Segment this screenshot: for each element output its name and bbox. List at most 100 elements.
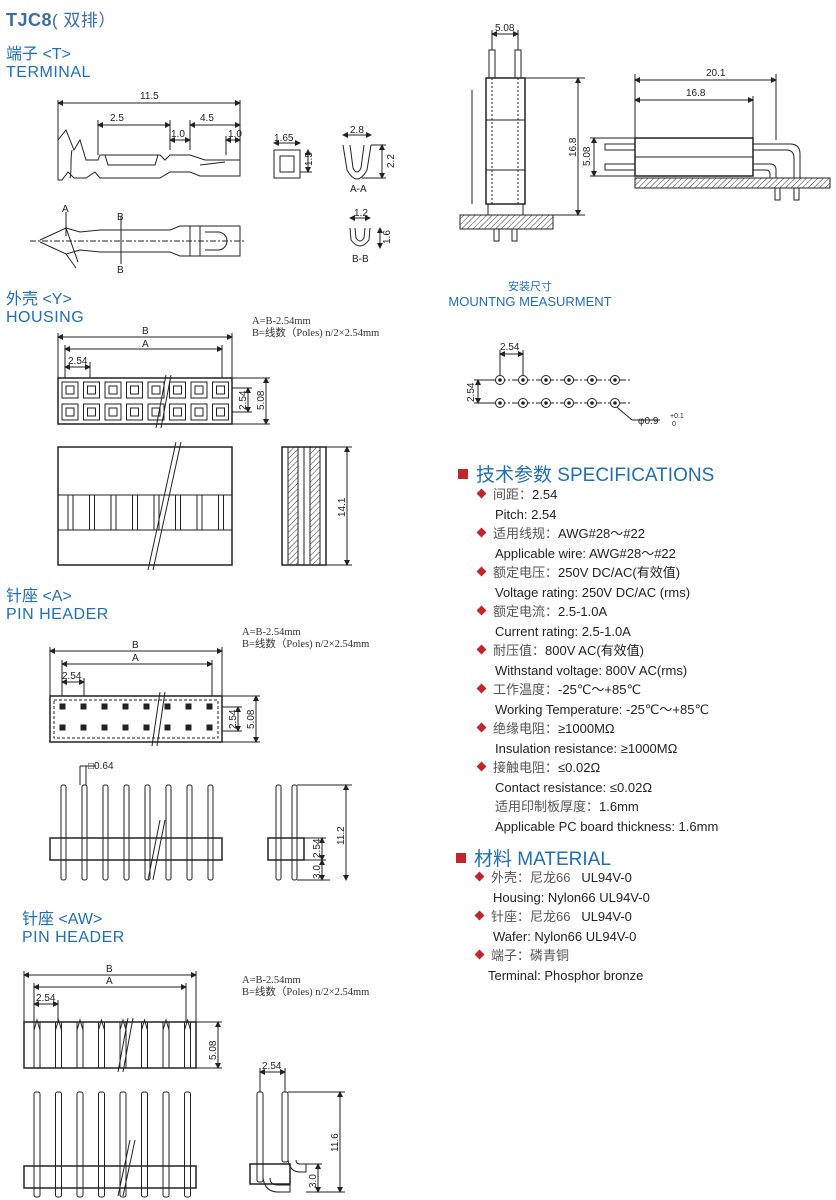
dim-label: B-B	[352, 254, 369, 265]
dim-label: 2.54	[312, 838, 323, 858]
note-line-1: A=B-2.54mm	[252, 316, 311, 327]
pin-tip	[184, 1018, 191, 1031]
dim-label: □0.64	[88, 761, 114, 772]
note-line-2: B=线数（Poles) n/2×2.54mm	[242, 987, 370, 998]
housing-cell	[83, 403, 100, 421]
material-item-en: Terminal: Phosphor bronze	[488, 967, 644, 983]
dim-label: 1.65	[274, 133, 294, 144]
section-pin-header-a-cn: 针座 <A>	[6, 588, 72, 605]
dimension-labels: 11.5 2.5 4.5 1.0 1.0 1.65 1.5 2.8 2.2 A-…	[36, 23, 726, 1188]
spec-item: 耐压值：800V AC(有效值)	[476, 641, 718, 661]
material-cn-label: 外壳：尼龙66	[491, 870, 571, 885]
spec-cn-label: 适用印制板厚度：	[495, 799, 600, 814]
mount-hole-center	[590, 401, 594, 405]
housing-cell-inner	[65, 407, 75, 417]
spec-item-en: Working Temperature: -25℃～+85℃	[495, 701, 710, 717]
pin-header-a-top-drawing	[49, 647, 260, 747]
dim-label: 5.08	[246, 709, 257, 729]
dim-label: B	[132, 640, 139, 651]
dim-label: 2.5	[110, 113, 124, 124]
dim-label: A	[106, 976, 113, 987]
housing-cell-inner	[130, 407, 139, 417]
dim-label: 3.0	[312, 865, 323, 879]
pin	[186, 784, 193, 881]
dim-label: 2.2	[386, 154, 397, 168]
pin	[55, 1021, 62, 1069]
note-line-2: B=线数（Poles) n/2×2.54mm	[252, 328, 380, 339]
title-sub: ( 双排）	[52, 11, 116, 30]
pin	[141, 1021, 148, 1069]
spec-cn-value: -25℃～+85℃	[558, 682, 642, 697]
material-heading-en: MATERIAL	[517, 849, 611, 870]
pin	[98, 1021, 105, 1069]
mount-hole-center	[544, 401, 548, 405]
dim-label: 5.08	[582, 146, 593, 166]
housing-cell	[147, 381, 165, 399]
housing-cell-inner	[108, 385, 118, 395]
spec-item: 额定电压：250V DC/AC(有效值)	[476, 563, 718, 583]
housing-cells	[61, 381, 229, 421]
pin-header-aw-pins-top	[33, 1018, 191, 1069]
dim-label: 11.2	[336, 826, 347, 845]
pin	[119, 1021, 127, 1069]
pin-square	[101, 703, 108, 710]
dim-label: 11.5	[140, 91, 159, 102]
housing-cell	[126, 403, 143, 421]
pin-square	[101, 724, 108, 731]
pin	[207, 784, 214, 881]
pin-square	[206, 724, 213, 731]
pin	[55, 1091, 62, 1198]
housing-cell	[104, 403, 122, 421]
housing-slot	[175, 494, 181, 531]
dim-label: 5.08	[208, 1040, 219, 1060]
material-item-en: Wafer: Nylon66 UL94V-0	[493, 928, 637, 944]
housing-cell-inner	[151, 385, 161, 395]
pin-square	[59, 724, 66, 731]
material-cn-value: UL94V-0	[581, 909, 632, 924]
dim-label: A	[142, 339, 149, 350]
pin-square	[185, 724, 192, 731]
dim-label: 1.6	[382, 230, 393, 244]
pin	[144, 784, 151, 881]
mount-hole-center	[567, 401, 571, 405]
pin	[184, 1091, 191, 1198]
dim-label: 2.54	[238, 390, 249, 410]
spec-cn-label: 工作温度：	[493, 682, 559, 697]
housing-slot	[218, 494, 224, 531]
pin-header-aw-front-drawing	[23, 1139, 197, 1197]
mount-hole-center	[567, 378, 571, 382]
spec-cn-value: 2.5-1.0A	[558, 604, 608, 619]
specifications-list: 间距：2.54 Pitch: 2.54 适用线规：AWG#28～#22 Appl…	[476, 485, 718, 836]
housing-slots	[67, 494, 224, 531]
pin	[98, 1091, 105, 1198]
housing-cell	[61, 381, 79, 399]
dim-label: 1.2	[354, 208, 368, 219]
housing-cell-inner	[194, 385, 204, 395]
housing-cell-inner	[151, 407, 161, 417]
dim-label: 11.6	[330, 1133, 341, 1152]
mount-hole-center	[521, 378, 525, 382]
dim-label: A	[62, 204, 69, 215]
pin-header-a-pins-top	[59, 703, 213, 731]
spec-item: 绝缘电阻：≥1000MΩ	[476, 719, 718, 739]
material-cn-value: UL94V-0	[581, 870, 632, 885]
dim-label: +0.1	[670, 413, 684, 420]
pin-square	[80, 724, 87, 731]
pin-header-a-side-drawing	[267, 784, 352, 881]
housing-slot	[153, 494, 160, 531]
housing-top-drawing	[57, 333, 270, 429]
dim-label: 2.54	[466, 382, 477, 402]
note-line-1: A=B-2.54mm	[242, 975, 301, 986]
pin-header-a-note: A=B-2.54mm B=线数（Poles) n/2×2.54mm	[242, 627, 369, 651]
specifications-heading: 技术参数 SPECIFICATIONS	[458, 460, 714, 487]
dim-label: 1.0	[171, 129, 185, 140]
housing-cell	[169, 403, 186, 421]
mount-hole-center	[544, 378, 548, 382]
housing-side-drawing	[281, 446, 352, 566]
section-pin-header-aw-cn: 针座 <AW>	[22, 911, 103, 928]
pin-square	[80, 703, 87, 710]
dim-label: 2.54	[228, 709, 239, 729]
title-code: TJC8	[6, 10, 53, 30]
spec-cn-label: 耐压值：	[493, 643, 546, 658]
